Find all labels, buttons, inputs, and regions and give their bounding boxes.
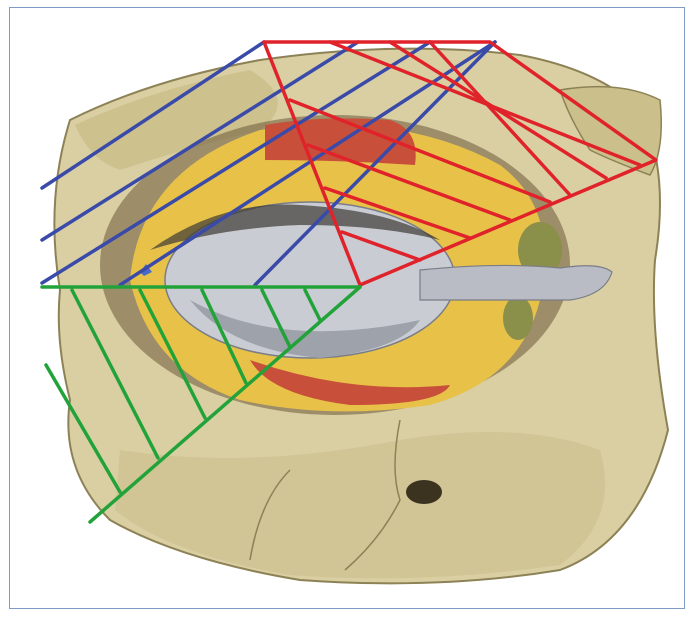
foramen bbox=[406, 480, 442, 504]
optic-nerve bbox=[420, 265, 612, 300]
gland-lower bbox=[503, 296, 533, 340]
